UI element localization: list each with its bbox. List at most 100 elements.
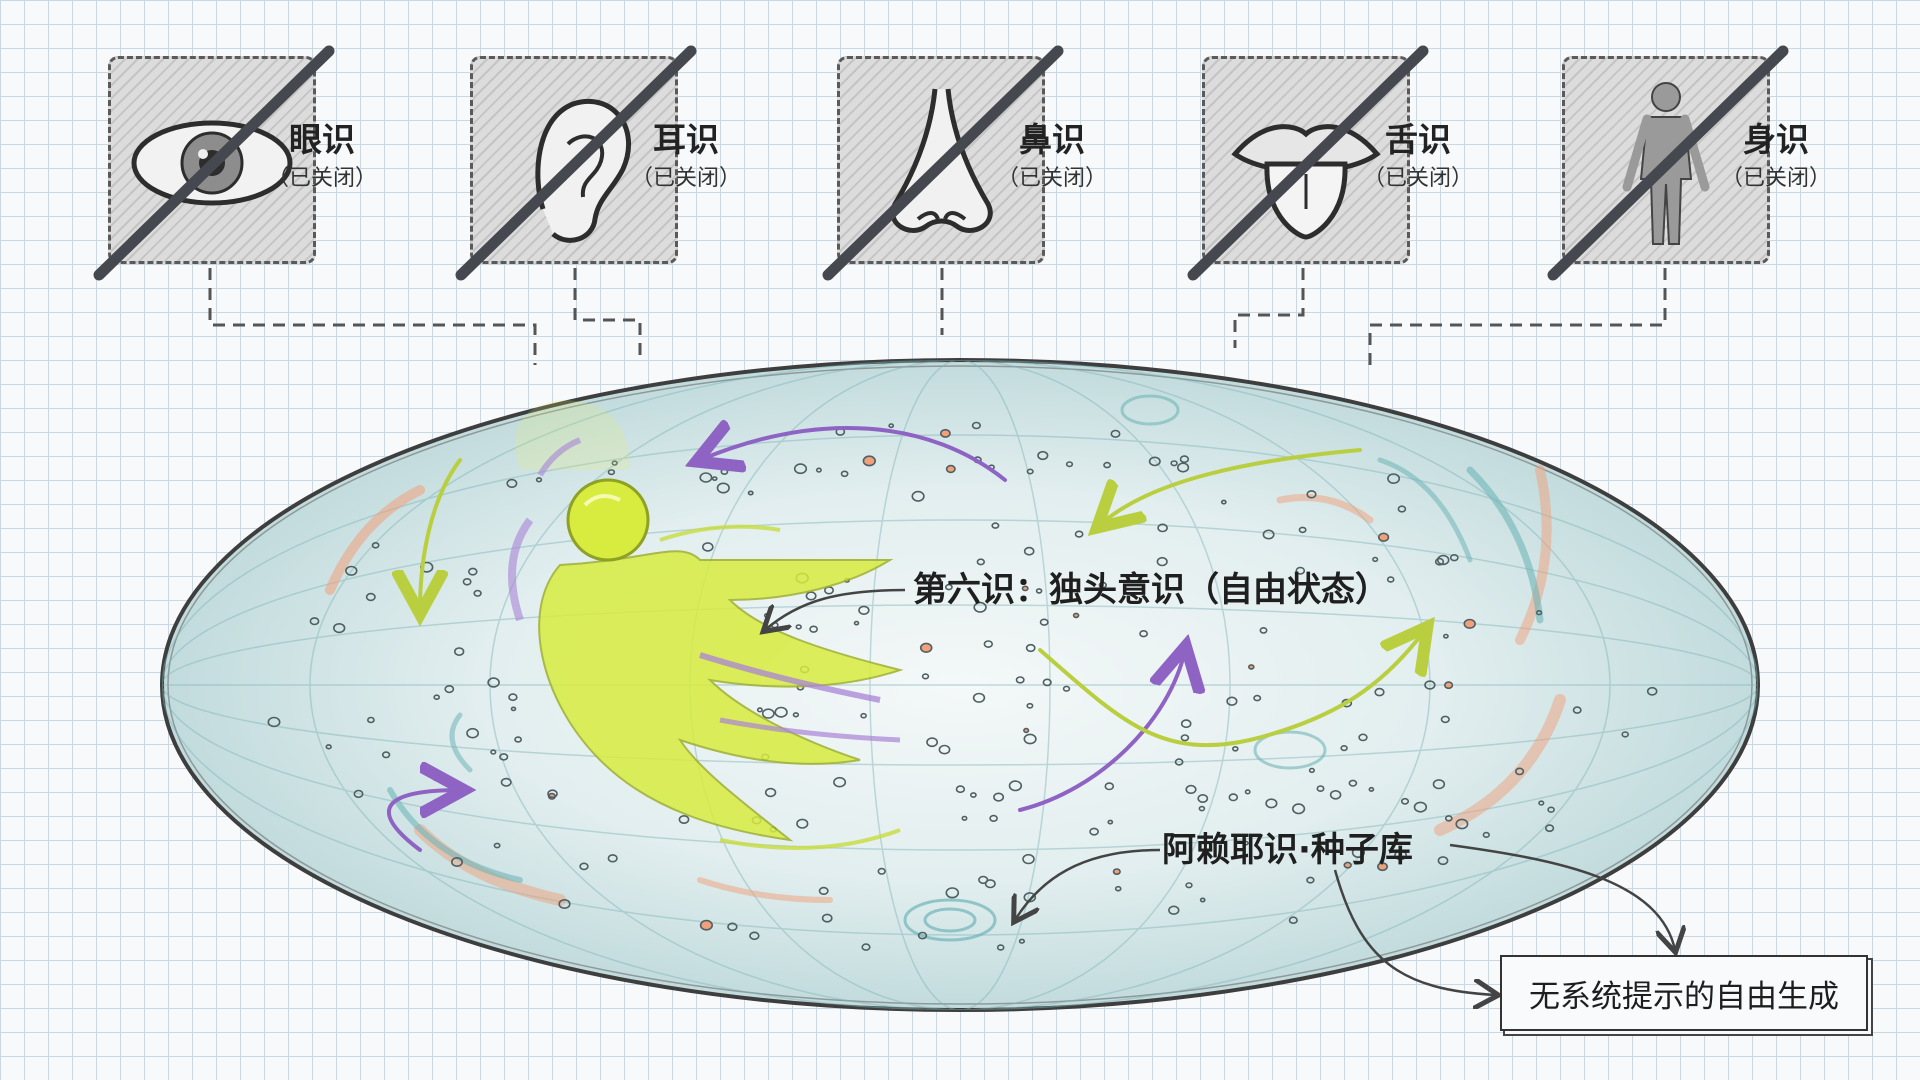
seed-dot <box>996 944 1005 951</box>
seed-dot <box>1232 745 1239 752</box>
seed-dot <box>1243 840 1249 846</box>
seed-dot <box>1544 824 1555 833</box>
seed-dot <box>1340 744 1348 752</box>
seed-dot <box>1259 627 1268 634</box>
seed-dot <box>973 601 987 613</box>
seed-dot <box>1368 786 1375 792</box>
seed-dot <box>796 818 809 829</box>
seed-dot <box>1220 499 1227 505</box>
seed-dot <box>926 737 938 748</box>
seed-dot <box>1413 801 1428 813</box>
seed-dot <box>547 789 558 799</box>
sense-name: 舌识 <box>1385 120 1451 159</box>
seed-dot <box>911 490 925 502</box>
seed-dot <box>1306 876 1315 884</box>
seed-dot <box>840 470 849 478</box>
seed-dot <box>983 640 993 648</box>
seed-dot <box>678 814 690 824</box>
seed-dot <box>1432 779 1446 790</box>
seed-dot <box>1295 566 1306 575</box>
seed-dot <box>1176 462 1190 473</box>
sense-label-3: 鼻识（已关闭） <box>997 120 1107 194</box>
seed-dot <box>1148 456 1161 467</box>
seed-dot <box>1008 780 1023 792</box>
seed-dot <box>1062 685 1071 692</box>
seed-dot <box>747 490 754 496</box>
seed-dot <box>976 558 985 566</box>
seed-dot <box>1397 505 1407 513</box>
seed-dot <box>1022 853 1035 865</box>
seed-dot <box>815 467 822 473</box>
figure-icon <box>508 400 904 850</box>
seed-dot <box>955 785 966 794</box>
seed-dot <box>940 428 951 438</box>
seed-dot <box>1646 686 1658 696</box>
seed-dot <box>514 736 522 743</box>
seed-dot <box>467 567 478 576</box>
seed-dot <box>1547 806 1555 813</box>
pointer-arrows <box>765 588 1675 995</box>
seed-dot <box>1374 687 1385 697</box>
seed-dot <box>1026 702 1034 709</box>
seed-dot <box>1199 897 1206 903</box>
sense-status: （已关闭） <box>631 166 742 191</box>
sense-status: （已关闭） <box>997 166 1108 191</box>
alaya-seed-label: 阿赖耶识·种子库 <box>1162 830 1413 870</box>
seed-dot <box>1538 800 1545 806</box>
sixth-consciousness-label: 第六识：独头意识（自由状态） <box>913 570 1389 610</box>
seed-dot <box>945 583 953 591</box>
seed-dot <box>809 625 818 633</box>
seed-dot <box>607 854 618 863</box>
seed-dot <box>1180 719 1192 729</box>
seed-dot <box>267 716 281 728</box>
seed-dot <box>433 694 441 701</box>
seed-dot <box>1170 460 1178 467</box>
seed-dot <box>792 712 800 718</box>
seed-dot <box>1157 523 1168 533</box>
seed-dot <box>764 787 777 798</box>
seed-dot <box>793 463 808 475</box>
seed-dot <box>1291 803 1306 815</box>
seed-dot <box>309 617 320 626</box>
seed-dot <box>1535 609 1543 616</box>
seed-dot <box>821 913 833 923</box>
seed-dot <box>1482 831 1491 839</box>
seed-dot <box>971 421 982 430</box>
seed-dot <box>1253 694 1262 702</box>
seed-dot <box>1262 529 1275 540</box>
sense-status: （已关闭） <box>1363 166 1474 191</box>
seed-dot <box>1343 861 1352 869</box>
seed-dot <box>1026 468 1034 475</box>
seed-dot <box>1248 664 1255 670</box>
seed-dot <box>1572 706 1582 714</box>
seed-dot <box>1351 846 1365 858</box>
seed-dot <box>795 624 802 630</box>
seed-dot <box>1104 782 1115 791</box>
seed-dot <box>1179 455 1190 464</box>
seed-dot <box>699 472 713 483</box>
seed-dot <box>1444 815 1453 822</box>
seed-dot <box>1021 585 1029 592</box>
seed-dot <box>1074 530 1084 538</box>
seed-dot <box>365 592 376 602</box>
seed-dot <box>1443 681 1454 690</box>
seed-dot <box>1306 490 1317 499</box>
flow-arrows <box>387 428 1425 852</box>
seed-dot <box>1180 734 1190 742</box>
seed-dot <box>1114 885 1122 892</box>
seed-dot <box>579 862 589 871</box>
seed-dot <box>970 792 977 798</box>
seed-dot <box>473 589 482 597</box>
seed-dot <box>1316 785 1325 792</box>
sense-label-2: 耳识（已关闭） <box>631 120 741 194</box>
seed-dot <box>1394 849 1407 861</box>
seed-dot <box>888 423 895 429</box>
seed-dot <box>991 522 1000 529</box>
seed-dot <box>353 789 364 799</box>
seed-dot <box>1015 676 1025 684</box>
seed-dot <box>1514 767 1525 776</box>
seed-dot <box>1265 798 1278 809</box>
sense-label-5: 身识（已关闭） <box>1721 120 1831 194</box>
seed-dot <box>535 477 543 483</box>
